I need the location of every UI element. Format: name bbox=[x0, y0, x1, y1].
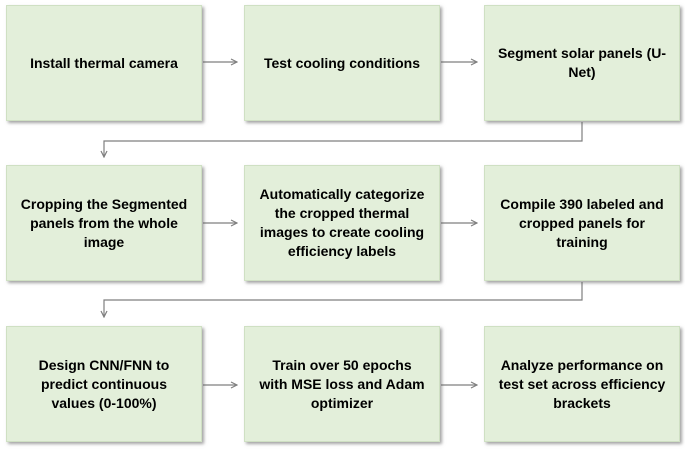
elbow-arrow-step6-step7 bbox=[104, 282, 583, 317]
step-install-thermal-camera: Install thermal camera bbox=[6, 5, 202, 121]
step-label: Test cooling conditions bbox=[263, 54, 421, 71]
step-segment-solar-panels: Segment solar panels (U- Net) bbox=[484, 5, 680, 121]
step-crop-segmented-panels: Cropping the Segmented panels from the w… bbox=[6, 165, 202, 281]
step-label: Compile 390 labeled and cropped panels f… bbox=[500, 195, 664, 250]
step-label: Train over 50 epochs with MSE loss and A… bbox=[259, 356, 425, 411]
step-label: Analyze performance on test set across e… bbox=[498, 356, 666, 411]
step-label: Cropping the Segmented panels from the w… bbox=[20, 195, 188, 250]
step-analyze-performance: Analyze performance on test set across e… bbox=[484, 326, 680, 442]
step-train-model: Train over 50 epochs with MSE loss and A… bbox=[244, 326, 440, 442]
step-compile-labeled-panels: Compile 390 labeled and cropped panels f… bbox=[484, 165, 680, 281]
elbow-arrow-step3-step4 bbox=[104, 122, 583, 157]
step-categorize-thermal-images: Automatically categorize the cropped the… bbox=[244, 165, 440, 281]
step-label: Automatically categorize the cropped the… bbox=[259, 186, 425, 259]
step-label: Design CNN/FNN to predict continuous val… bbox=[38, 356, 170, 411]
step-test-cooling-conditions: Test cooling conditions bbox=[244, 5, 440, 121]
step-label: Install thermal camera bbox=[30, 54, 178, 71]
step-design-cnn-fnn: Design CNN/FNN to predict continuous val… bbox=[6, 326, 202, 442]
step-label: Segment solar panels (U- Net) bbox=[497, 45, 667, 80]
